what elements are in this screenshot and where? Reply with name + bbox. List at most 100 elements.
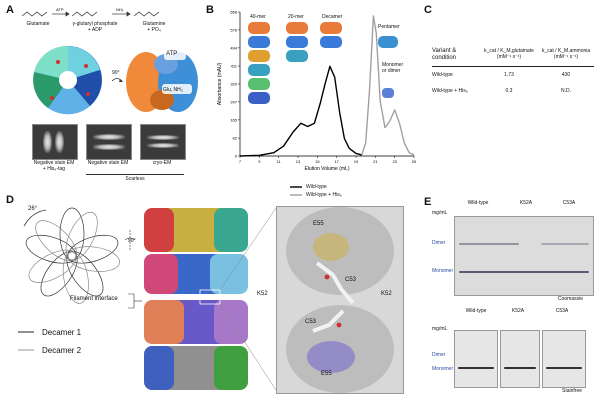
y-tick-label: 494: [230, 45, 237, 50]
reaction-scheme: ATP NH₃: [21, 7, 160, 17]
panel-label-a: A: [6, 4, 14, 16]
legend-label-decamer1: Decamer 1: [42, 328, 82, 337]
panel-e: Wild-type K52A C53A mg/mL Dimer Monomer …: [432, 200, 596, 396]
monomer-icon: [382, 88, 394, 98]
pentamer-icon: [378, 36, 398, 48]
atp-label: ATP: [166, 51, 178, 57]
y-tick-label: 329: [230, 82, 237, 87]
filament-interface-label: Filament interface: [70, 296, 118, 302]
panel-label-d: D: [6, 194, 14, 206]
20mer-stack-icon: [286, 22, 308, 62]
x-tick-label: 11: [277, 159, 282, 164]
annotation-decamer: Decamer: [322, 14, 343, 20]
gel-top-group-k52a: K52A: [519, 200, 533, 206]
scarless-label: Scarless: [125, 176, 145, 182]
table-divider: [432, 66, 594, 67]
intermediate-label: γ-glutaryl phosphate + ADP: [72, 21, 118, 33]
table-row-his-variant: Wild-type + His₆: [432, 88, 468, 94]
panel-a: ATP NH₃ Glutamate γ-glutaryl phosphate +…: [14, 6, 200, 186]
gel-stainfree-c53a: [542, 330, 586, 388]
table-header-variant: Variant & condition: [432, 48, 457, 61]
residue-e55-bottom: E55: [321, 371, 332, 377]
gel-bottom-stain-label: Stainfree: [562, 388, 583, 394]
rotate-arrow-icon: [111, 78, 123, 82]
glutamate-label: Glutamate: [26, 21, 50, 27]
table-row-wt-glu: 1.73: [504, 72, 514, 78]
series-line-1: [361, 15, 415, 156]
annotation-40mer: 40-mer: [250, 14, 266, 20]
decamer-ring-structure: [33, 45, 102, 115]
residue-e55-top: E55: [313, 221, 324, 227]
y-tick-label: 0: [235, 154, 238, 159]
table-header-ammonia: k_cat / K_M,ammonia (mM⁻¹ s⁻¹): [541, 48, 591, 60]
gel-top-unit: mg/mL: [432, 210, 448, 216]
table-row-his-nh3: N.D.: [561, 88, 571, 94]
x-tick-label: 13: [296, 159, 301, 164]
rotation-label-d: 90°: [128, 238, 136, 244]
angle-arrow-icon: [23, 209, 47, 227]
gel-stainfree-k52a: [500, 330, 540, 388]
x-tick-label: 23: [392, 159, 397, 164]
y-tick-label: 411: [231, 64, 238, 69]
panel-label-b: B: [206, 4, 214, 16]
decamer-overlay-outline: [23, 207, 120, 304]
annotation-pentamer: Pentamer: [378, 24, 400, 30]
decamer-icon: [320, 22, 342, 48]
filament-cryoem-map: [144, 208, 248, 390]
x-tick-label: 7: [239, 159, 242, 164]
legend-label-wildtype: Wild-type: [306, 184, 327, 190]
series-line-0: [239, 65, 362, 157]
y-tick-label: 658: [230, 10, 237, 15]
gel-top-stain-label: Coomassie: [558, 296, 584, 302]
gel-stainfree-wt: [454, 330, 498, 388]
y-tick-label: 82: [233, 136, 238, 141]
em-caption-neg: Negative stain EM: [87, 160, 129, 166]
legend-label-decamer2: Decamer 2: [42, 346, 82, 355]
gel-top-monomer-label: Monomer: [432, 268, 454, 274]
x-tick-label: 25: [412, 159, 417, 164]
x-tick-label: 15: [315, 159, 320, 164]
rotate-axis-icon: [124, 230, 136, 250]
x-tick-label: 17: [334, 159, 339, 164]
dimer-side-structure: [126, 50, 198, 112]
x-tick-label: 19: [354, 159, 359, 164]
rotation-label: 90°: [112, 70, 120, 76]
x-axis-label: Elution Volume (mL): [304, 166, 349, 172]
em-image-negative-his: [32, 124, 78, 160]
table-row-his-glu: 0.3: [505, 88, 513, 94]
table-header-glutamate: k_cat / K_M,glutamate (mM⁻¹ s⁻¹): [484, 48, 534, 60]
y-tick-label: 247: [230, 99, 237, 104]
table-row-wt-variant: Wild-type: [432, 72, 453, 78]
annotation-monomer-dimer: Monomer or dimer: [382, 62, 404, 74]
angle-label: 26°: [28, 206, 38, 212]
glu-nh3-label: Glu, NH₃: [163, 87, 183, 93]
glutamine-label: Glutamine + PO₄: [142, 21, 166, 33]
scarless-bracket: [86, 174, 184, 175]
oligomer-cartoons: 40-mer 20-mer Decamer Pentamer Monomer o…: [246, 14, 416, 124]
glutamate-structure-icon: [21, 11, 160, 17]
residue-c53-top: C53: [345, 277, 357, 283]
gel-coomassie: [454, 216, 594, 296]
x-tick-label: 9: [258, 159, 261, 164]
gel-bottom-group-wt: Wild-type: [465, 308, 487, 314]
em-caption-cryo: cryo-EM: [152, 160, 172, 166]
interface-density: [286, 207, 394, 393]
residue-k52-left: K52: [257, 291, 268, 297]
gel-bottom-unit: mg/mL: [432, 326, 448, 332]
arrow1-label: ATP: [56, 7, 64, 12]
y-tick-label: 576: [230, 27, 237, 32]
em-image-negative: [86, 124, 132, 160]
residue-k52-right: K52: [381, 291, 392, 297]
gel-bottom-group-k52a: K52A: [511, 308, 525, 314]
gel-top-group-wt: Wild-type: [467, 200, 489, 206]
arrow2-label: NH₃: [116, 7, 124, 12]
40mer-stack-icon: [248, 22, 270, 104]
decamer-legend-swatches: [18, 331, 34, 351]
legend-label-his: Wild-type + His₆: [306, 192, 342, 198]
gel-bottom-dimer-label: Dimer: [432, 352, 446, 358]
gel-top-dimer-label: Dimer: [432, 240, 446, 246]
annotation-20mer: 20-mer: [288, 14, 304, 20]
gel-top-group-c53a: C53A: [562, 200, 576, 206]
gel-bottom-monomer-label: Monomer: [432, 366, 454, 372]
